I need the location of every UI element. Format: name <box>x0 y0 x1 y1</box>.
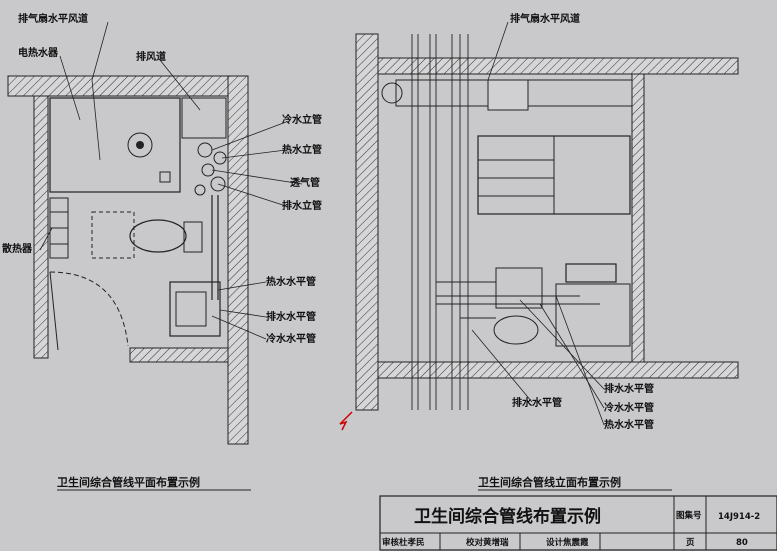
elevation-caption: 卫生间综合管线立面布置示例 <box>478 475 621 489</box>
label-elev-fan-duct: 排气扇水平风道 <box>510 12 580 25</box>
atlas-number: 14J914-2 <box>718 512 760 522</box>
plan-wall-right <box>227 75 249 445</box>
door-swing <box>49 271 129 347</box>
heater-fitting <box>127 132 153 158</box>
page-number: 80 <box>736 538 748 548</box>
elev-basin <box>565 263 617 283</box>
design-row: 设计焦震霞 <box>546 537 589 548</box>
washbasin <box>169 281 221 337</box>
title-block: 卫生间综合管线布置示例 图集号 14J914-2 审核杜孝民 校对黄增瑞 设计焦… <box>379 495 777 551</box>
page-label: 页 <box>686 538 695 548</box>
elev-slab-top <box>377 57 739 75</box>
label-plan-drain-horiz: 排水水平管 <box>266 310 316 323</box>
label-plan-cold-riser: 冷水立管 <box>282 113 322 126</box>
label-plan-hot-horiz: 热水水平管 <box>266 275 316 288</box>
label-elev-hot-horiz: 热水水平管 <box>604 418 654 431</box>
label-plan-cold-horiz: 冷水水平管 <box>266 332 316 345</box>
elevation-view: 排气扇水平风道 排水水平管 冷水水平管 热水水平管 排水水平管 卫生间综合管线立… <box>355 12 739 491</box>
label-plan-exhaust-duct: 排风道 <box>136 50 166 63</box>
elev-toilet-tank <box>495 267 543 309</box>
label-plan-water-heater: 电热水器 <box>18 46 59 59</box>
toilet-bowl <box>129 219 187 253</box>
plan-wall-bottom <box>129 347 229 363</box>
label-plan-fan-duct: 排气扇水平风道 <box>18 12 88 25</box>
cursor-arrow-icon <box>339 411 353 431</box>
label-elev-cold-horiz: 冷水水平管 <box>604 401 654 414</box>
exhaust-duct-box <box>181 97 227 139</box>
check-row: 校对黄增瑞 <box>466 537 509 548</box>
label-plan-radiator: 散热器 <box>2 242 33 255</box>
label-elev-drain-horiz-2: 排水水平管 <box>512 396 562 409</box>
plan-wall-left <box>33 95 49 359</box>
water-heater <box>49 97 181 193</box>
plan-wall-top <box>7 75 247 97</box>
label-elev-drain-horiz-1: 排水水平管 <box>604 382 654 395</box>
elev-wall-right <box>631 73 645 363</box>
label-plan-hot-riser: 热水立管 <box>282 143 322 156</box>
review-row: 审核杜孝民 <box>382 537 425 548</box>
label-plan-drain-riser: 排水立管 <box>282 199 322 212</box>
elev-slab-bottom <box>377 361 739 379</box>
plan-caption: 卫生间综合管线平面布置示例 <box>57 475 200 489</box>
elev-wall-left <box>355 33 379 411</box>
atlas-label: 图集号 <box>676 510 702 521</box>
sheet-title: 卫生间综合管线布置示例 <box>414 506 601 527</box>
riser-cluster <box>159 142 227 196</box>
label-plan-vent-pipe: 透气管 <box>290 176 320 189</box>
plan-view: 排气扇水平风道 电热水器 排风道 冷水立管 热水立管 透气管 排水立管 散热器 … <box>2 12 322 491</box>
